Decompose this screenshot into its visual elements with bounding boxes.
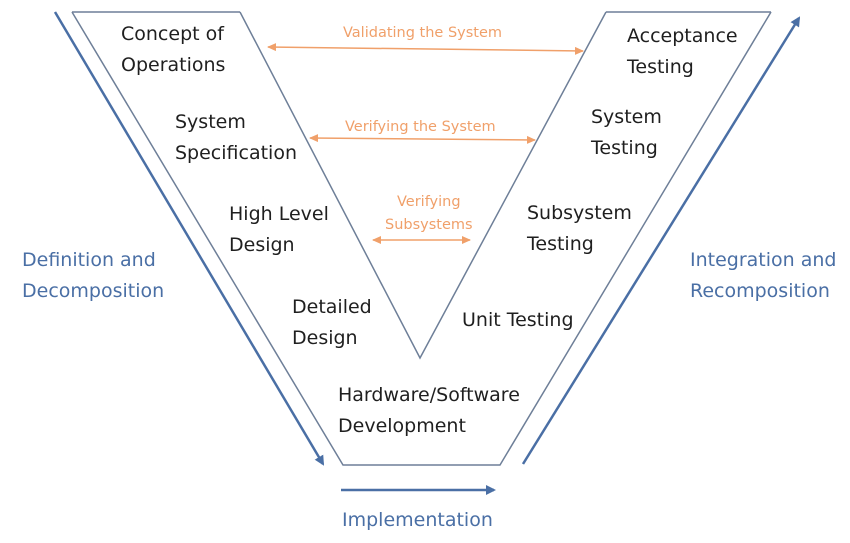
verifying-subsystems-label: Verifying Subsystems: [385, 194, 473, 233]
validating-system-label: Validating the System: [343, 25, 503, 41]
acceptance-testing-label: Acceptance Testing: [627, 25, 738, 78]
detailed-design-label: Detailed Design: [292, 296, 372, 349]
integration-recomposition-label: Integration and Recomposition: [690, 249, 837, 302]
system-testing-label: System Testing: [591, 106, 662, 159]
definition-decomposition-label: Definition and Decomposition: [22, 249, 165, 302]
v-outer-outline: [71, 11, 772, 466]
verifying-system-arrow: [309, 134, 536, 144]
recomposition-arrow: [521, 16, 801, 465]
system-specification-label: System Specification: [175, 111, 297, 164]
concept-of-operations-label: Concept of Operations: [121, 23, 226, 76]
decomposition-arrow: [53, 11, 325, 466]
high-level-design-label: High Level Design: [229, 203, 329, 256]
hardware-software-development-label: Hardware/Software Development: [338, 384, 520, 437]
verifying-system-label: Verifying the System: [345, 119, 496, 135]
v-inner-outline: [239, 11, 607, 360]
implementation-label: Implementation: [342, 509, 493, 531]
validating-system-arrow: [267, 43, 584, 55]
subsystem-testing-label: Subsystem Testing: [527, 202, 632, 255]
unit-testing-label: Unit Testing: [462, 309, 574, 331]
